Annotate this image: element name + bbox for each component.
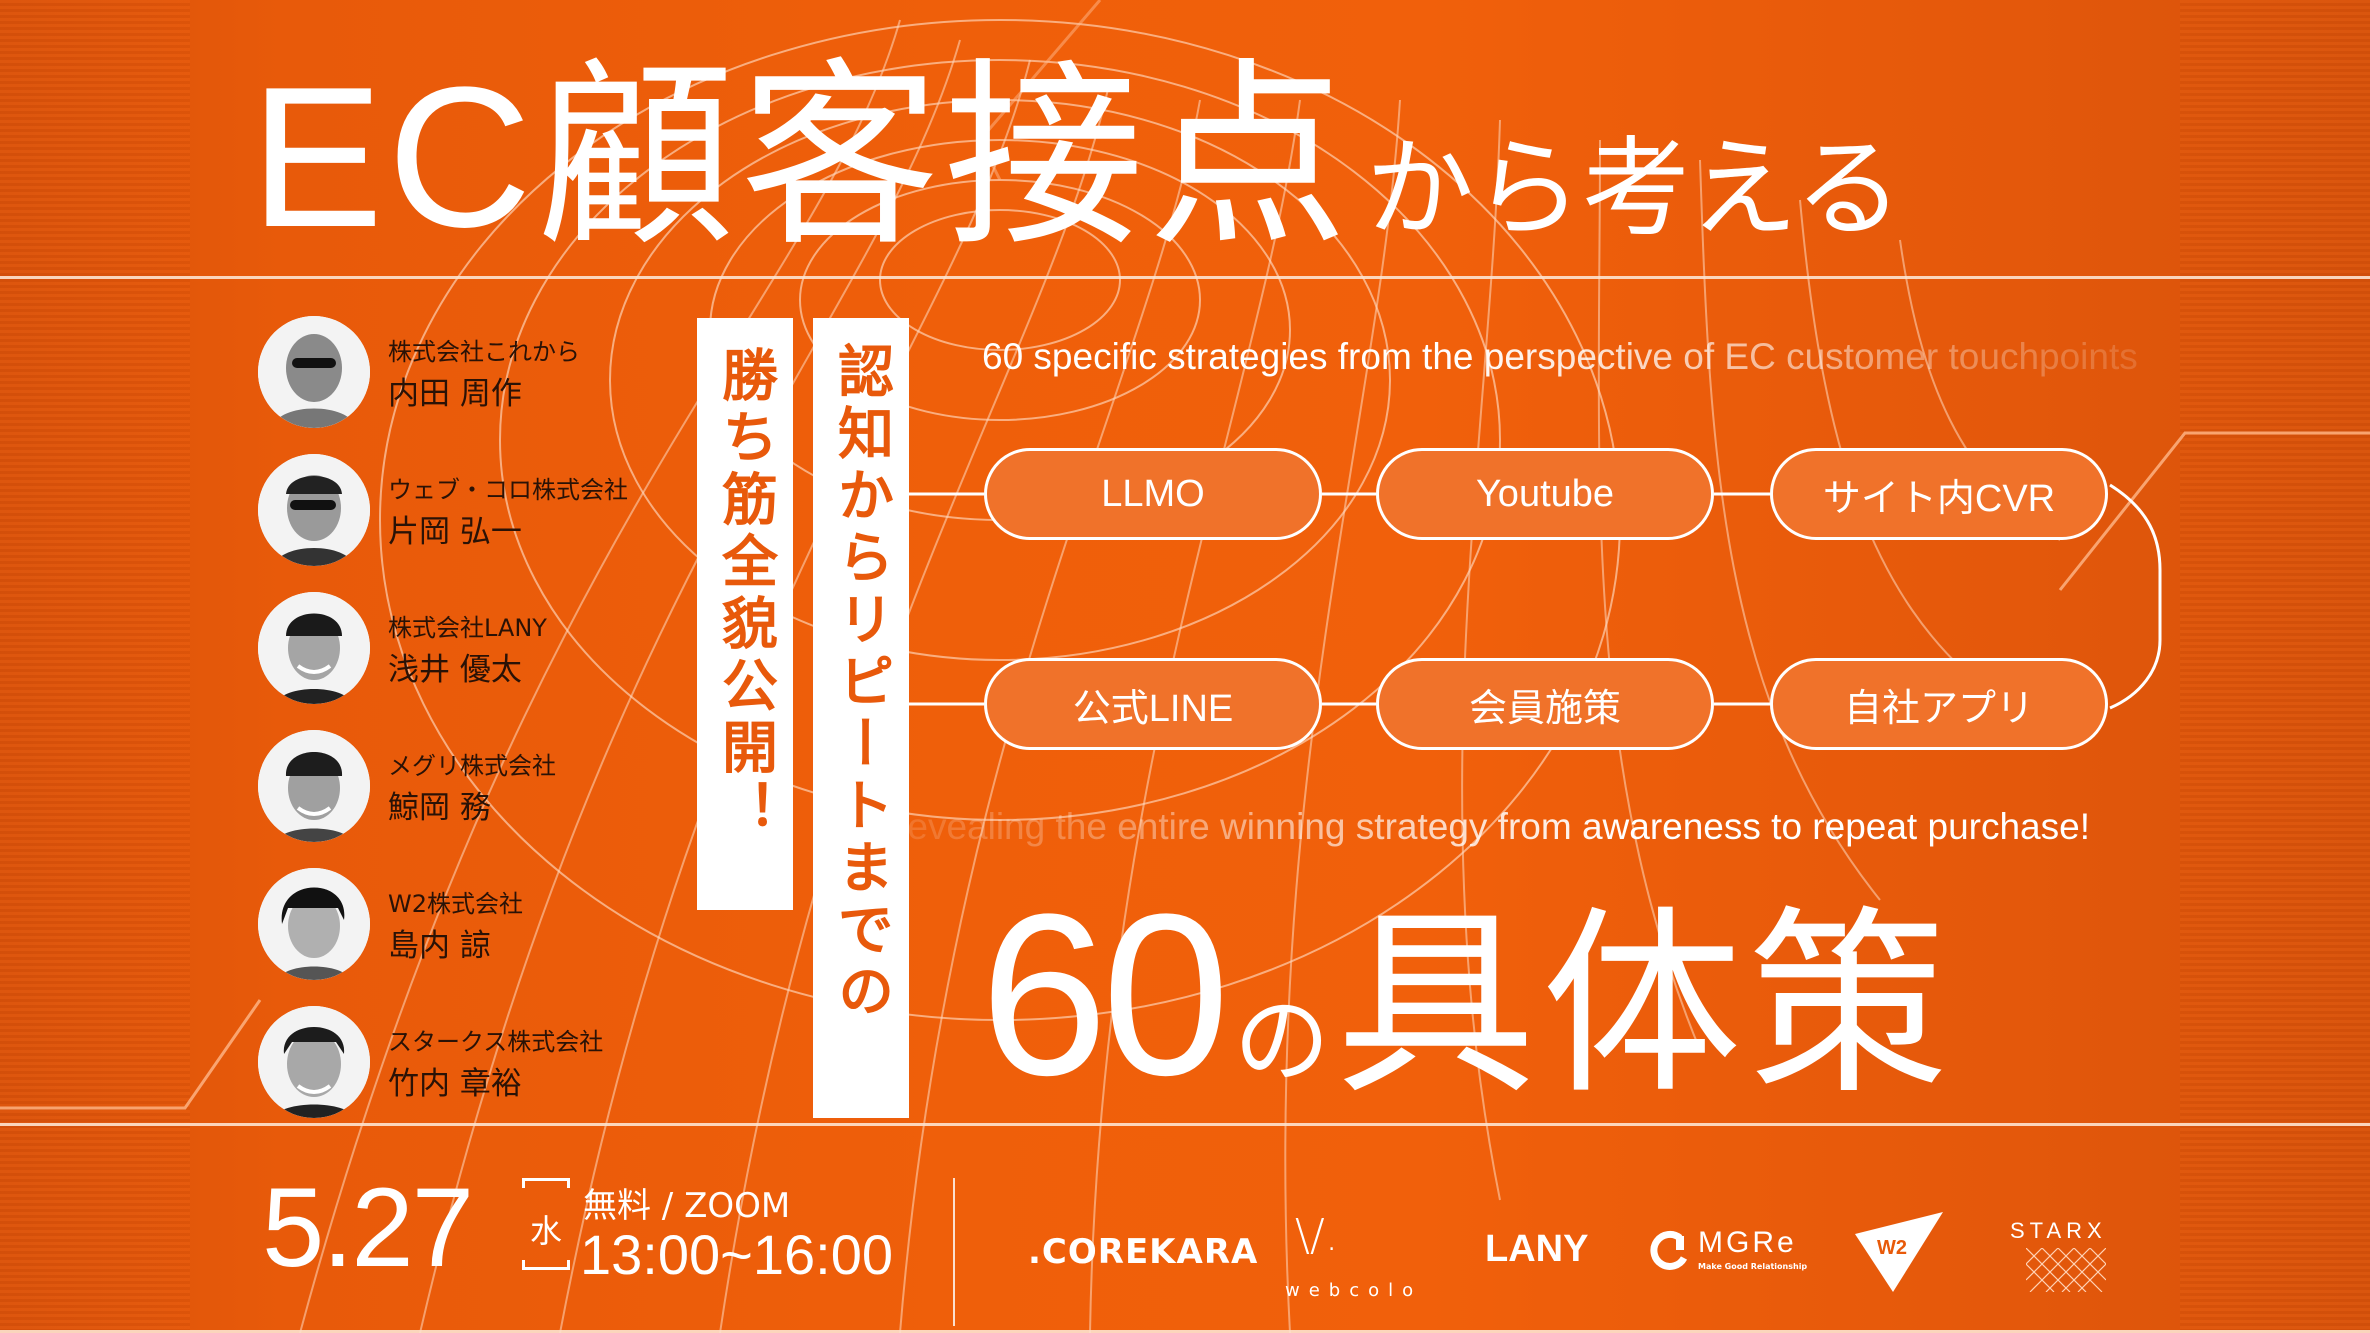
mgre-tagline: Make Good Relationship [1698, 1262, 1808, 1271]
speaker-company: 株式会社LANY [388, 614, 547, 642]
speaker-company: スタークス株式会社 [388, 1028, 604, 1056]
title-suffix: から考える [1365, 127, 1903, 252]
speaker-card: メグリ株式会社 鯨岡 務 [258, 730, 678, 842]
logo-w2: W2 [1855, 1212, 1945, 1292]
top-divider [0, 276, 2370, 279]
subtitle-en-bottom: Revealing the entire winning strategy fr… [880, 806, 2090, 847]
speaker-name: 鯨岡 務 [388, 790, 491, 826]
event-date: 5.27 [262, 1165, 474, 1290]
webcolo-mark-icon: \/. [1295, 1210, 1339, 1261]
title-main: EC顧客接点 [250, 46, 1352, 269]
flow-node-site-cvr: サイト内CVR [1770, 448, 2108, 540]
speaker-name: 島内 諒 [388, 928, 491, 964]
logo-mgre: MGRe Make Good Relationship [1650, 1226, 1810, 1286]
logo-corekara: .COREKARA [1028, 1232, 1259, 1272]
right-edge-texture [2180, 0, 2370, 1333]
flow-node-official-line: 公式LINE [984, 658, 1322, 750]
speaker-name: 片岡 弘一 [388, 514, 522, 550]
bracket-bottom [522, 1260, 570, 1270]
starx-wordmark: STARX [2010, 1218, 2107, 1243]
flow-node-membership: 会員施策 [1376, 658, 1714, 750]
middle-divider [0, 1123, 2370, 1126]
speaker-card: ウェブ・コロ株式会社 片岡 弘一 [258, 454, 678, 566]
logo-divider [953, 1178, 955, 1326]
speaker-card: W2株式会社 島内 諒 [258, 868, 678, 980]
speaker-company: 株式会社これから [388, 338, 580, 366]
starx-lattice-icon [2026, 1248, 2106, 1292]
weekday-label: 水 [529, 1212, 562, 1250]
speaker-name: 竹内 章裕 [388, 1066, 522, 1102]
event-price-venue: 無料 / ZOOM [583, 1186, 791, 1226]
headline-number: 60 [980, 866, 1230, 1123]
avatar [258, 316, 370, 428]
flow-node-llmo: LLMO [984, 448, 1322, 540]
w2-triangle-icon: W2 [1855, 1212, 1943, 1292]
tagline-winning-strategy: 勝ち筋全貌公開！ [697, 318, 793, 910]
avatar [258, 868, 370, 980]
avatar [258, 1006, 370, 1118]
speaker-name: 内田 周作 [388, 376, 522, 412]
event-weekday: 水 [522, 1178, 570, 1270]
speaker-card: 株式会社これから 内田 周作 [258, 316, 678, 428]
headline-noun: 具体策 [1335, 889, 1954, 1122]
speaker-company: メグリ株式会社 [388, 752, 556, 780]
headline-particle: の [1233, 985, 1330, 1097]
avatar [258, 730, 370, 842]
page-title: EC顧客接点から考える [250, 58, 1903, 258]
logo-webcolo: \/. webcolo [1205, 1210, 1455, 1301]
mgre-wordmark: MGRe [1698, 1226, 1797, 1259]
flow-node-own-app: 自社アプリ [1770, 658, 2108, 750]
subtitle-en-top: 60 specific strategies from the perspect… [982, 336, 2138, 377]
speaker-company: W2株式会社 [388, 890, 523, 918]
tagline-awareness-to-repeat: 認知からリピートまでの [813, 318, 909, 1118]
bottom-divider [0, 1330, 2370, 1333]
speaker-card: 株式会社LANY 浅井 優太 [258, 592, 678, 704]
webcolo-wordmark: webcolo [1285, 1280, 1423, 1301]
logo-starx: STARX [2010, 1218, 2106, 1298]
flow-node-youtube: Youtube [1376, 448, 1714, 540]
logo-lany: LANY [1485, 1228, 1589, 1270]
mgre-mark-icon [1650, 1230, 1688, 1270]
left-edge-texture [0, 0, 190, 1333]
speaker-card: スタークス株式会社 竹内 章裕 [258, 1006, 678, 1118]
speaker-company: ウェブ・コロ株式会社 [388, 476, 628, 504]
speaker-name: 浅井 優太 [388, 652, 522, 688]
svg-text:W2: W2 [1877, 1237, 1907, 1259]
avatar [258, 592, 370, 704]
bracket-top [522, 1178, 570, 1188]
event-time: 13:00~16:00 [580, 1223, 893, 1286]
avatar [258, 454, 370, 566]
